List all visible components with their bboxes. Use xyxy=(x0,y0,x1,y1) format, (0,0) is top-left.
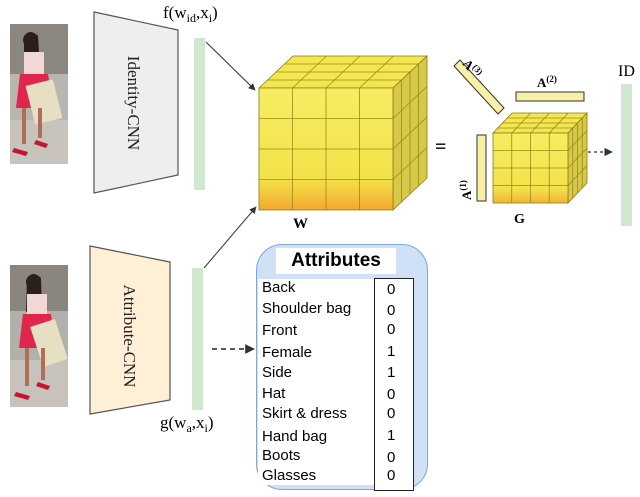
attribute-name: Front xyxy=(262,322,298,339)
factor-a1-bar xyxy=(476,134,487,202)
id-output-vector xyxy=(621,84,632,226)
pedestrian-image-bottom xyxy=(10,265,68,407)
factor-a1-label: A(1) xyxy=(458,180,474,200)
attribute-value: 1 xyxy=(387,364,396,381)
identity-feature-vector xyxy=(194,38,205,190)
attribute-value: 0 xyxy=(387,321,396,338)
tensor-w-grid-line xyxy=(359,55,394,89)
attributes-title: Attributes xyxy=(276,248,396,274)
tensor-w-grid-line xyxy=(392,116,428,150)
attribute-feature-vector xyxy=(192,268,203,410)
id-output-label: ID xyxy=(618,63,635,80)
core-g-grid-line xyxy=(567,165,588,186)
attribute-name: Boots xyxy=(262,447,301,464)
attribute-value: 0 xyxy=(387,302,396,319)
attribute-name: Glasses xyxy=(262,467,317,484)
attributes-name-list xyxy=(258,279,374,485)
core-tensor-g-cube xyxy=(492,111,588,205)
identity-cnn-block xyxy=(93,11,179,194)
attribute-value: 1 xyxy=(387,427,396,444)
attribute-to-tensor-arrow xyxy=(203,206,257,269)
core-g-grid-line xyxy=(567,147,588,169)
attribute-feature-label: g(wa,xi) xyxy=(160,413,214,435)
equals-sign: = xyxy=(435,136,446,158)
attribute-value: 0 xyxy=(387,467,396,484)
tensor-w-cube xyxy=(257,55,429,211)
attribute-value: 0 xyxy=(387,405,396,422)
attribute-value: 0 xyxy=(387,386,396,403)
identity-cnn-label: Identity-CNN xyxy=(124,56,143,150)
attribute-name: Hand bag xyxy=(262,428,328,445)
factor-a3-bar xyxy=(453,59,505,115)
core-g-grid-line xyxy=(548,112,569,134)
attribute-cnn-label: Attribute-CNN xyxy=(120,285,139,388)
attribute-name: Shoulder bag xyxy=(262,300,352,317)
attribute-value: 1 xyxy=(387,343,396,360)
tensor-w-label: W xyxy=(293,216,308,232)
factor-a2-label: A(2) xyxy=(537,74,557,90)
tensor-w-grid-line xyxy=(392,147,428,180)
core-tensor-g-label: G xyxy=(514,212,525,227)
attributes-value-column xyxy=(374,278,414,491)
attribute-name: Back xyxy=(262,279,296,296)
pedestrian-image-top xyxy=(10,24,68,164)
attribute-name: Side xyxy=(262,364,293,381)
attribute-value: 0 xyxy=(387,281,396,298)
attribute-value: 0 xyxy=(387,449,396,466)
factor-a2-bar xyxy=(515,91,585,102)
identity-to-tensor-arrow xyxy=(205,41,256,91)
attribute-cnn-block xyxy=(89,245,171,415)
attribute-name: Skirt & dress xyxy=(262,405,348,422)
identity-feature-label: f(wid,xi) xyxy=(163,3,218,25)
attribute-name: Hat xyxy=(262,385,286,402)
attribute-name: Female xyxy=(262,344,313,361)
